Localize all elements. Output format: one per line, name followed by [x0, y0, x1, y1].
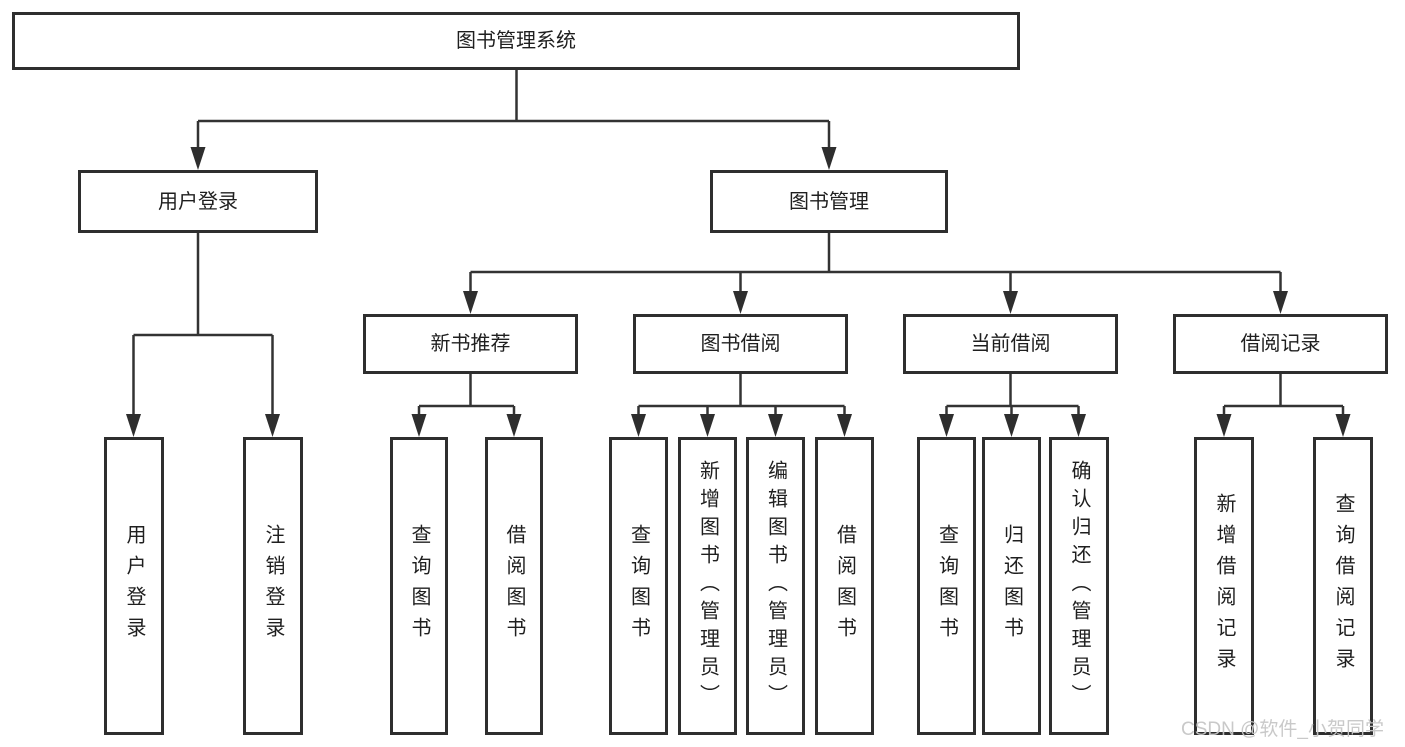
connector-userlogin-branch: [132, 233, 274, 415]
leaf-nbr-query-book: 查询图书: [390, 437, 448, 735]
leaf-br-add-record: 新增借阅记录: [1194, 437, 1254, 735]
arrowhead: [1003, 291, 1018, 314]
node-book-management: 图书管理: [710, 170, 948, 233]
arrowhead: [126, 414, 141, 437]
leaf-cb-return-book: 归还图书: [982, 437, 1041, 735]
arrowhead: [1071, 414, 1086, 437]
connector-cb-branch: [945, 374, 1080, 415]
arrowhead: [1273, 291, 1288, 314]
arrowhead: [411, 414, 427, 437]
node-borrow-record: 借阅记录: [1173, 314, 1388, 374]
leaf-user-login: 用户登录: [104, 437, 164, 735]
node-book-borrow: 图书借阅: [633, 314, 848, 374]
arrowhead: [768, 414, 783, 437]
connector-bb-branch: [637, 374, 846, 415]
connector-bookmgmt-branch: [469, 233, 1282, 292]
arrowhead: [463, 291, 478, 314]
arrowhead: [1004, 414, 1019, 437]
leaf-logout: 注销登录: [243, 437, 303, 735]
leaf-nbr-borrow-book: 借阅图书: [485, 437, 543, 735]
arrowheads: [126, 147, 1351, 437]
arrowhead: [265, 414, 280, 437]
connector-lines: [132, 70, 1345, 415]
leaf-bb-add-book-admin: 新增图书（管理员）: [678, 437, 737, 735]
leaf-bb-edit-book-admin: 编辑图书（管理员）: [746, 437, 805, 735]
node-new-book-recommend: 新书推荐: [363, 314, 578, 374]
arrowhead: [190, 147, 206, 170]
node-user-login: 用户登录: [78, 170, 318, 233]
leaf-bb-query-book: 查询图书: [609, 437, 668, 735]
arrowhead: [1335, 414, 1351, 437]
arrowhead: [700, 414, 715, 437]
arrowhead: [821, 147, 837, 170]
arrowhead: [631, 414, 646, 437]
arrowhead: [837, 414, 852, 437]
leaf-cb-confirm-return-admin: 确认归还（管理员）: [1049, 437, 1109, 735]
arrowhead: [939, 414, 954, 437]
connector-root-to-level2: [196, 70, 831, 148]
leaf-cb-query-book: 查询图书: [917, 437, 976, 735]
node-current-borrow: 当前借阅: [903, 314, 1118, 374]
leaf-br-query-record: 查询借阅记录: [1313, 437, 1373, 735]
node-root: 图书管理系统: [12, 12, 1020, 70]
connector-nbr-branch: [417, 374, 516, 415]
arrowhead: [733, 291, 748, 314]
connector-br-branch: [1222, 374, 1345, 415]
arrowhead: [1216, 414, 1232, 437]
arrowhead: [506, 414, 522, 437]
leaf-bb-borrow-book: 借阅图书: [815, 437, 874, 735]
watermark: CSDN @软件_小贺同学: [1181, 719, 1384, 740]
